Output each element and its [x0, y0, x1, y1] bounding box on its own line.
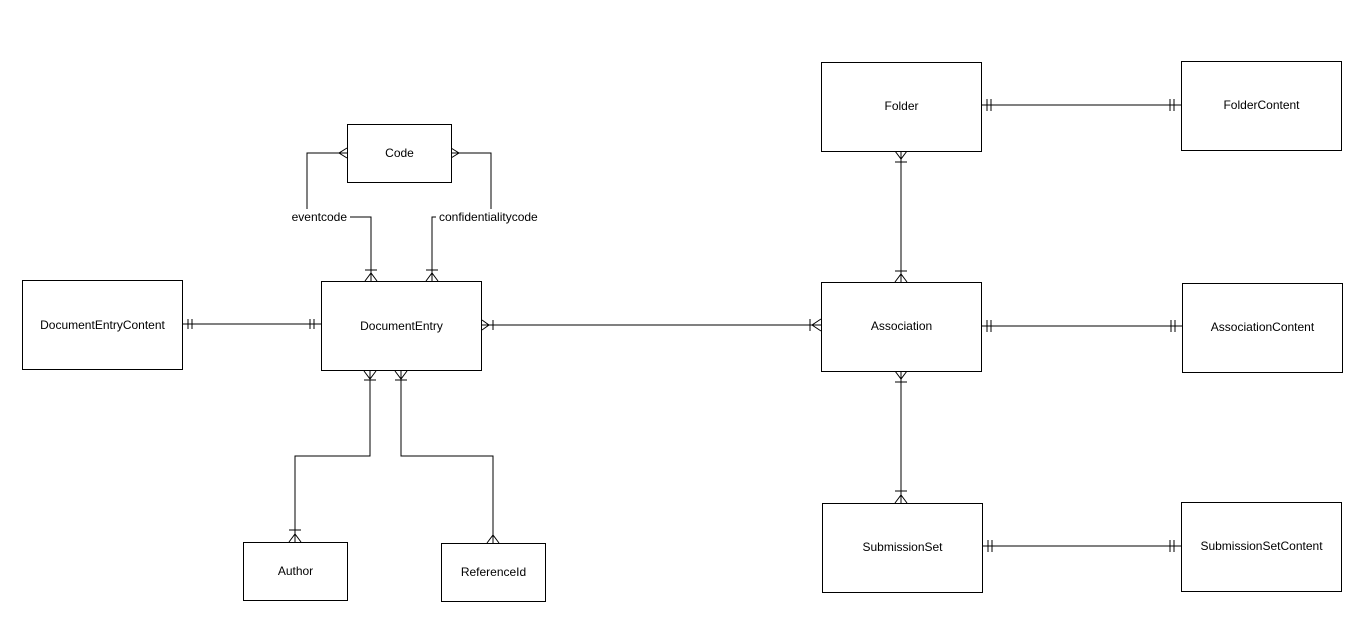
connector-association-submissionset: [894, 370, 908, 504]
entity-author[interactable]: Author: [243, 542, 348, 601]
entity-label: SubmissionSet: [862, 540, 943, 554]
entity-label: AssociationContent: [1211, 320, 1315, 334]
entity-label: DocumentEntryContent: [40, 318, 165, 332]
entity-label: Folder: [884, 99, 918, 113]
connector-documententry-author: [288, 370, 377, 543]
entity-submissionset[interactable]: SubmissionSet: [822, 503, 983, 593]
entity-label: Code: [385, 146, 414, 160]
entity-label: SubmissionSetContent: [1200, 539, 1323, 553]
entity-documententry[interactable]: DocumentEntry: [321, 281, 482, 371]
connector-code-documententry-confidentialitycode: [425, 147, 492, 282]
entity-submissionsetcontent[interactable]: SubmissionSetContent: [1181, 502, 1342, 592]
entity-label: Association: [871, 319, 932, 333]
connector-association-associationcontent: [982, 320, 1182, 332]
relationship-label-confidentialitycode: confidentialitycode: [439, 210, 538, 224]
entity-associationcontent[interactable]: AssociationContent: [1182, 283, 1343, 373]
entity-documententrycontent[interactable]: DocumentEntryContent: [22, 280, 183, 370]
entity-label: FolderContent: [1223, 98, 1300, 112]
entity-label: Author: [278, 564, 313, 578]
connector-code-documententry-eventcode: [306, 147, 378, 282]
connector-documententry-association: [481, 318, 822, 332]
entity-folder[interactable]: Folder: [821, 62, 982, 152]
connector-folder-association: [894, 150, 908, 283]
entity-code[interactable]: Code: [347, 124, 452, 183]
entity-association[interactable]: Association: [821, 282, 982, 372]
entity-label: DocumentEntry: [360, 319, 443, 333]
connector-folder-foldercontent: [982, 99, 1181, 111]
entity-label: ReferenceId: [461, 565, 526, 579]
entity-referenceid[interactable]: ReferenceId: [441, 543, 546, 602]
connector-documententry-referenceid: [394, 370, 500, 544]
connector-submissionset-submissionsetcontent: [983, 540, 1181, 552]
relationship-label-eventcode: eventcode: [292, 210, 348, 224]
entity-foldercontent[interactable]: FolderContent: [1181, 61, 1342, 151]
connector-documententrycontent-documententry: [183, 319, 321, 329]
